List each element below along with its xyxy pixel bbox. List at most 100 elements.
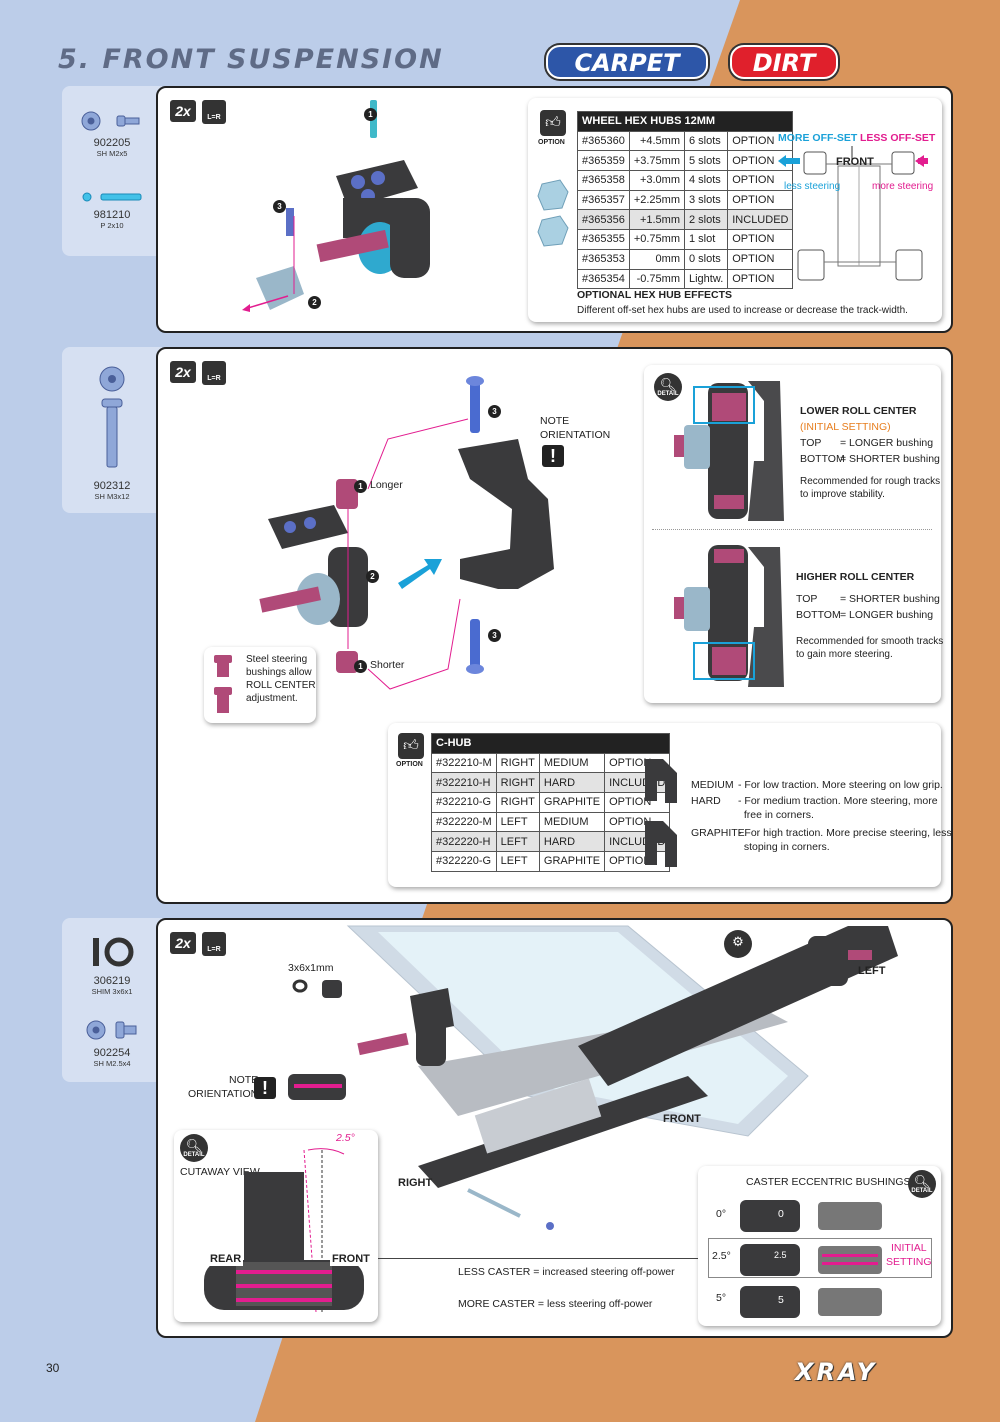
table-cell: +2.25mm <box>628 189 686 211</box>
qty-badge: 2x <box>170 361 196 383</box>
part-desc: SHIM 3x6x1 <box>91 987 133 996</box>
caster-25-label: 2.5° <box>712 1250 731 1262</box>
gear-check-icon: ⚙︎ <box>724 930 752 958</box>
xray-logo: XRAY <box>795 1358 878 1386</box>
table-cell: #365357 <box>577 189 630 211</box>
medium-key: MEDIUM <box>691 779 734 791</box>
callout-2: 2 <box>366 570 379 583</box>
magnifier-icon: 🔍︎ <box>654 373 682 401</box>
left-label: LEFT <box>858 965 886 977</box>
lower-rc-bottom-value: = SHORTER bushing <box>840 453 940 465</box>
table-cell: #322220-G <box>431 851 497 872</box>
qty-badge: 2x <box>170 100 196 122</box>
caster-bushings-card: CASTER ECCENTRIC BUSHINGS 🔍︎ DETAIL 0° 2… <box>698 1166 941 1326</box>
part-code: 902312 <box>93 480 131 492</box>
hex-hub-option-card: 👍︎ OPTION WHEEL HEX HUBS 12MM #365360+4.… <box>528 98 942 322</box>
table-cell: #322210-G <box>431 792 497 813</box>
caster-bushing-set <box>740 1200 882 1318</box>
roll-center-detail-card: 🔍︎ DETAIL LOWER ROLL CENTER (INITIAL SET… <box>644 365 943 703</box>
page-number: 30 <box>46 1361 60 1375</box>
table-cell: 3 slots <box>683 189 729 211</box>
table-cell: OPTION <box>727 229 794 250</box>
initial-setting-box <box>708 1238 932 1278</box>
table-cell: +4.5mm <box>628 130 686 152</box>
table-cell: INCLUDED <box>727 209 794 231</box>
higher-rc-bottom-key: BOTTOM <box>796 609 841 621</box>
table-cell: GRAPHITE <box>538 792 606 813</box>
part-306219: 306219 SHIM 3x6x1 <box>62 934 162 996</box>
bush-mark-0: 0 <box>778 1208 784 1220</box>
table-cell: +1.5mm <box>628 209 686 231</box>
table-cell: MEDIUM <box>538 752 606 774</box>
screw-m25x4-icon <box>86 1020 137 1040</box>
higher-rc-bottom-value: = LONGER bushing <box>840 609 934 621</box>
part-desc: P 2x10 <box>100 221 124 230</box>
table-cell: 2 slots <box>683 209 729 231</box>
c-hub-assembly-drawing <box>259 376 554 690</box>
part-981210: 981210 P 2x10 <box>62 190 162 230</box>
hub-assembly-drawing <box>242 100 430 312</box>
effects-title: OPTIONAL HEX HUB EFFECTS <box>577 289 732 301</box>
option-label: OPTION <box>396 761 423 768</box>
screw-icon <box>81 111 140 131</box>
table-cell: RIGHT <box>495 752 540 774</box>
step1-panel: 2x L=R 1 3 2 👍︎ OPTION WHEEL HEX HUBS 12… <box>156 86 953 333</box>
warning-icon: ! <box>542 445 564 467</box>
higher-rc-top-key: TOP <box>796 593 818 605</box>
lr-badge: L=R <box>202 100 226 124</box>
detail-label: DETAIL <box>911 1188 933 1194</box>
lower-rc-initial: (INITIAL SETTING) <box>800 421 891 433</box>
table-cell: #365360 <box>577 130 630 152</box>
detail-label: DETAIL <box>657 391 679 397</box>
note-orientation: NOTE ORIENTATION <box>540 415 611 441</box>
magnifier-icon: 🔍︎ <box>908 1170 936 1198</box>
callout-1: 1 <box>364 108 377 121</box>
hard-desc: - For medium traction. More steering, mo… <box>738 795 938 821</box>
higher-roll-center-drawing <box>674 545 784 687</box>
table-cell: #365356 <box>577 209 630 231</box>
lower-rc-top-value: = LONGER bushing <box>840 437 934 449</box>
car-offset-diagram <box>778 146 928 281</box>
note-orientation: NOTE ORIENTATION <box>188 1074 259 1100</box>
longer-label: Longer <box>370 479 403 491</box>
detail-label: DETAIL <box>183 1152 205 1158</box>
table-cell: #322210-H <box>431 772 497 794</box>
table-cell: #365355 <box>577 229 630 250</box>
steel-bushing-text: Steel steering bushings allow ROLL CENTE… <box>246 654 316 704</box>
page-title: 5. FRONT SUSPENSION <box>58 44 444 75</box>
step1-parts-strip: 902205 SH M2x5 981210 P 2x10 <box>62 86 162 256</box>
callout-1-longer: 1 <box>354 480 367 493</box>
table-cell: #365354 <box>577 268 630 290</box>
less-offset-label: LESS OFF-SET <box>860 132 936 144</box>
hex-hub-icons <box>537 179 569 247</box>
less-steering-label: less steering <box>784 181 841 192</box>
rear-label: REAR <box>208 1252 244 1267</box>
table-cell: 5 slots <box>683 150 729 172</box>
table-cell: OPTION <box>727 268 794 290</box>
table-cell: 0mm <box>628 248 686 270</box>
table-cell: OPTION <box>727 189 794 211</box>
c-hub-table-header: C-HUB <box>430 733 671 754</box>
callout-3: 3 <box>273 200 286 213</box>
more-caster-text: MORE CASTER = less steering off-power <box>458 1298 653 1310</box>
higher-rc-top-value: = SHORTER bushing <box>840 593 940 605</box>
table-cell: 0 slots <box>683 248 729 270</box>
table-cell: 6 slots <box>683 130 729 152</box>
bush-mark-25: 2.5 <box>774 1250 787 1260</box>
cutaway-view-label: CUTAWAY VIEW <box>180 1166 260 1178</box>
front-label: FRONT <box>836 156 874 168</box>
caster-0-label: 0° <box>716 1208 727 1220</box>
table-cell: +3.0mm <box>628 170 686 191</box>
table-cell: LEFT <box>495 831 540 853</box>
callout-3-top: 3 <box>488 405 501 418</box>
more-offset-label: MORE OFF-SET <box>778 132 858 144</box>
callout-3-bottom: 3 <box>488 629 501 642</box>
part-902312: 902312 SH M3x12 <box>62 365 162 501</box>
